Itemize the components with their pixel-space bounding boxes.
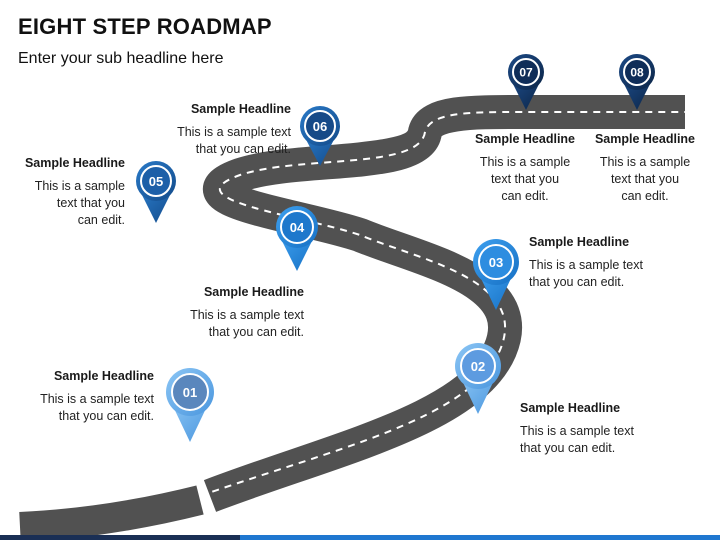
step-07-text: Sample Headline This is a sample text th… <box>470 131 580 205</box>
step-01-text: Sample Headline This is a sample text th… <box>40 368 154 425</box>
step-08-body: This is a sample text that you can edit. <box>599 155 691 203</box>
pin-08-number: 08 <box>630 66 644 80</box>
step-08-headline: Sample Headline <box>594 132 696 146</box>
pin-07-number: 07 <box>519 66 533 80</box>
step-02-text: Sample Headline This is a sample text th… <box>520 400 634 457</box>
step-05-headline: Sample Headline <box>24 156 125 170</box>
pin-06: 06 <box>300 106 340 166</box>
pin-08: 08 <box>619 54 655 110</box>
step-01-body: This is a sample text that you can edit. <box>40 392 154 423</box>
step-04-headline: Sample Headline <box>203 285 304 299</box>
footer-bar-dark <box>0 535 240 540</box>
step-02-headline: Sample Headline <box>520 401 621 415</box>
step-03-headline: Sample Headline <box>529 235 630 249</box>
pin-02: 02 <box>455 343 501 414</box>
footer-bar-blue <box>240 535 720 540</box>
pin-04-number: 04 <box>290 220 305 235</box>
step-08-text: Sample Headline This is a sample text th… <box>590 131 700 205</box>
step-06-body: This is a sample text that you can edit. <box>177 125 291 156</box>
pin-05-number: 05 <box>149 174 163 189</box>
road-edge-start <box>19 485 204 540</box>
step-03-body: This is a sample text that you can edit. <box>529 258 643 289</box>
step-05-text: Sample Headline This is a sample text th… <box>25 155 125 229</box>
step-06-headline: Sample Headline <box>190 102 291 116</box>
step-07-body: This is a sample text that you can edit. <box>479 155 571 203</box>
step-03-text: Sample Headline This is a sample text th… <box>529 234 643 291</box>
page-subtitle: Enter your sub headline here <box>18 50 224 67</box>
step-07-headline: Sample Headline <box>474 132 576 146</box>
page-title: EIGHT STEP ROADMAP <box>18 14 272 39</box>
step-01-headline: Sample Headline <box>53 369 154 383</box>
step-02-body: This is a sample text that you can edit. <box>520 424 634 455</box>
pin-01: 01 <box>166 368 214 442</box>
pin-06-number: 06 <box>313 119 327 134</box>
pin-04: 04 <box>276 206 318 271</box>
pin-03-number: 03 <box>489 255 503 270</box>
step-04-body: This is a sample text that you can edit. <box>190 308 304 339</box>
step-06-text: Sample Headline This is a sample text th… <box>177 101 291 158</box>
step-04-text: Sample Headline This is a sample text th… <box>190 284 304 341</box>
pin-03: 03 <box>473 239 519 310</box>
pin-01-number: 01 <box>183 385 197 400</box>
pin-07: 07 <box>508 54 544 110</box>
step-05-body: This is a sample text that you can edit. <box>34 179 125 227</box>
pin-02-number: 02 <box>471 359 485 374</box>
pin-05: 05 <box>136 161 176 223</box>
